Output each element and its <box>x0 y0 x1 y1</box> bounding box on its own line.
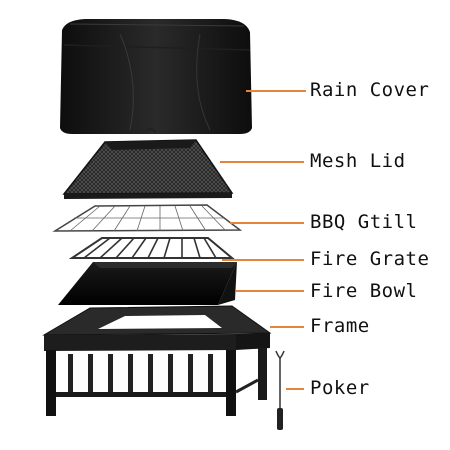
label-fire-grate: Fire Grate <box>310 248 430 270</box>
rain-cover-illustration <box>60 19 252 134</box>
leader-line-2 <box>230 222 304 224</box>
leader-line-6 <box>286 388 304 390</box>
leader-line-3 <box>222 259 304 261</box>
fire-bowl-illustration <box>58 262 237 305</box>
mesh-lid-illustration <box>62 128 234 199</box>
label-poker: Poker <box>310 377 370 399</box>
label-bbq-grill: BBQ Gtill <box>310 211 418 233</box>
leader-line-4 <box>236 290 304 292</box>
label-rain-cover: Rain Cover <box>310 79 430 101</box>
poker-illustration <box>275 350 285 430</box>
label-mesh-lid: Mesh Lid <box>310 150 406 172</box>
leader-line-1 <box>220 161 304 163</box>
bbq-grill-illustration <box>52 204 243 232</box>
label-frame: Frame <box>310 315 370 337</box>
frame-illustration <box>42 305 272 416</box>
leader-line-0 <box>246 90 306 92</box>
fire-grate-illustration <box>68 237 235 259</box>
label-fire-bowl: Fire Bowl <box>310 280 418 302</box>
leader-line-5 <box>270 326 304 328</box>
